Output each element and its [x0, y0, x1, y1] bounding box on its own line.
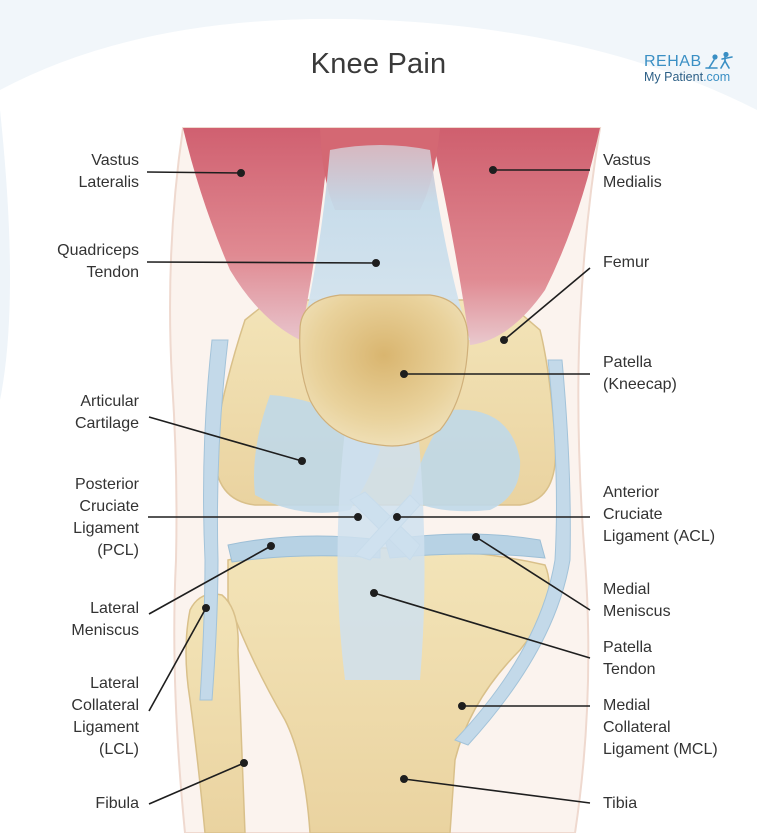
logo-text-rehab: REHAB	[644, 54, 702, 70]
label-lateral-meniscus: Lateral Meniscus	[71, 598, 139, 642]
label-fibula: Fibula	[95, 793, 139, 815]
label-pcl: Posterior Cruciate Ligament (PCL)	[73, 474, 139, 562]
dot-lateral-meniscus	[268, 543, 274, 549]
dot-quadriceps-tendon	[373, 260, 379, 266]
dot-patella	[401, 371, 407, 377]
background-wash-left	[0, 110, 10, 400]
label-acl: Anterior Cruciate Ligament (ACL)	[603, 482, 715, 548]
label-tibia: Tibia	[603, 793, 637, 815]
label-lcl: Lateral Collateral Ligament (LCL)	[71, 673, 139, 761]
label-quadriceps-tendon: Quadriceps Tendon	[57, 240, 139, 284]
label-articular-cartilage: Articular Cartilage	[75, 391, 139, 435]
label-medial-meniscus: Medial Meniscus	[603, 579, 671, 623]
label-patella: Patella (Kneecap)	[603, 352, 677, 396]
dot-pcl	[355, 514, 361, 520]
dot-vastus-lateralis	[238, 170, 244, 176]
dot-femur	[501, 337, 507, 343]
leader-quadriceps-tendon	[147, 262, 376, 263]
dot-acl	[394, 514, 400, 520]
dot-articular-cartilage	[299, 458, 305, 464]
exercise-figures-icon	[705, 52, 735, 70]
dot-mcl	[459, 703, 465, 709]
label-femur: Femur	[603, 252, 649, 274]
leader-vastus-lateralis	[147, 172, 241, 173]
logo-text-my-patient: My Patient	[644, 70, 703, 84]
logo-text-com: .com	[703, 70, 730, 84]
dot-vastus-medialis	[490, 167, 496, 173]
dot-medial-meniscus	[473, 534, 479, 540]
dot-tibia	[401, 776, 407, 782]
dot-patella-tendon	[371, 590, 377, 596]
rehab-my-patient-logo: REHAB My Patient.com	[644, 52, 735, 84]
label-patella-tendon: Patella Tendon	[603, 637, 656, 681]
dot-lcl	[203, 605, 209, 611]
label-vastus-lateralis: Vastus Lateralis	[79, 150, 139, 194]
dot-fibula	[241, 760, 247, 766]
label-vastus-medialis: Vastus Medialis	[603, 150, 662, 194]
patella-tendon-shape	[338, 430, 425, 680]
label-mcl: Medial Collateral Ligament (MCL)	[603, 695, 718, 761]
